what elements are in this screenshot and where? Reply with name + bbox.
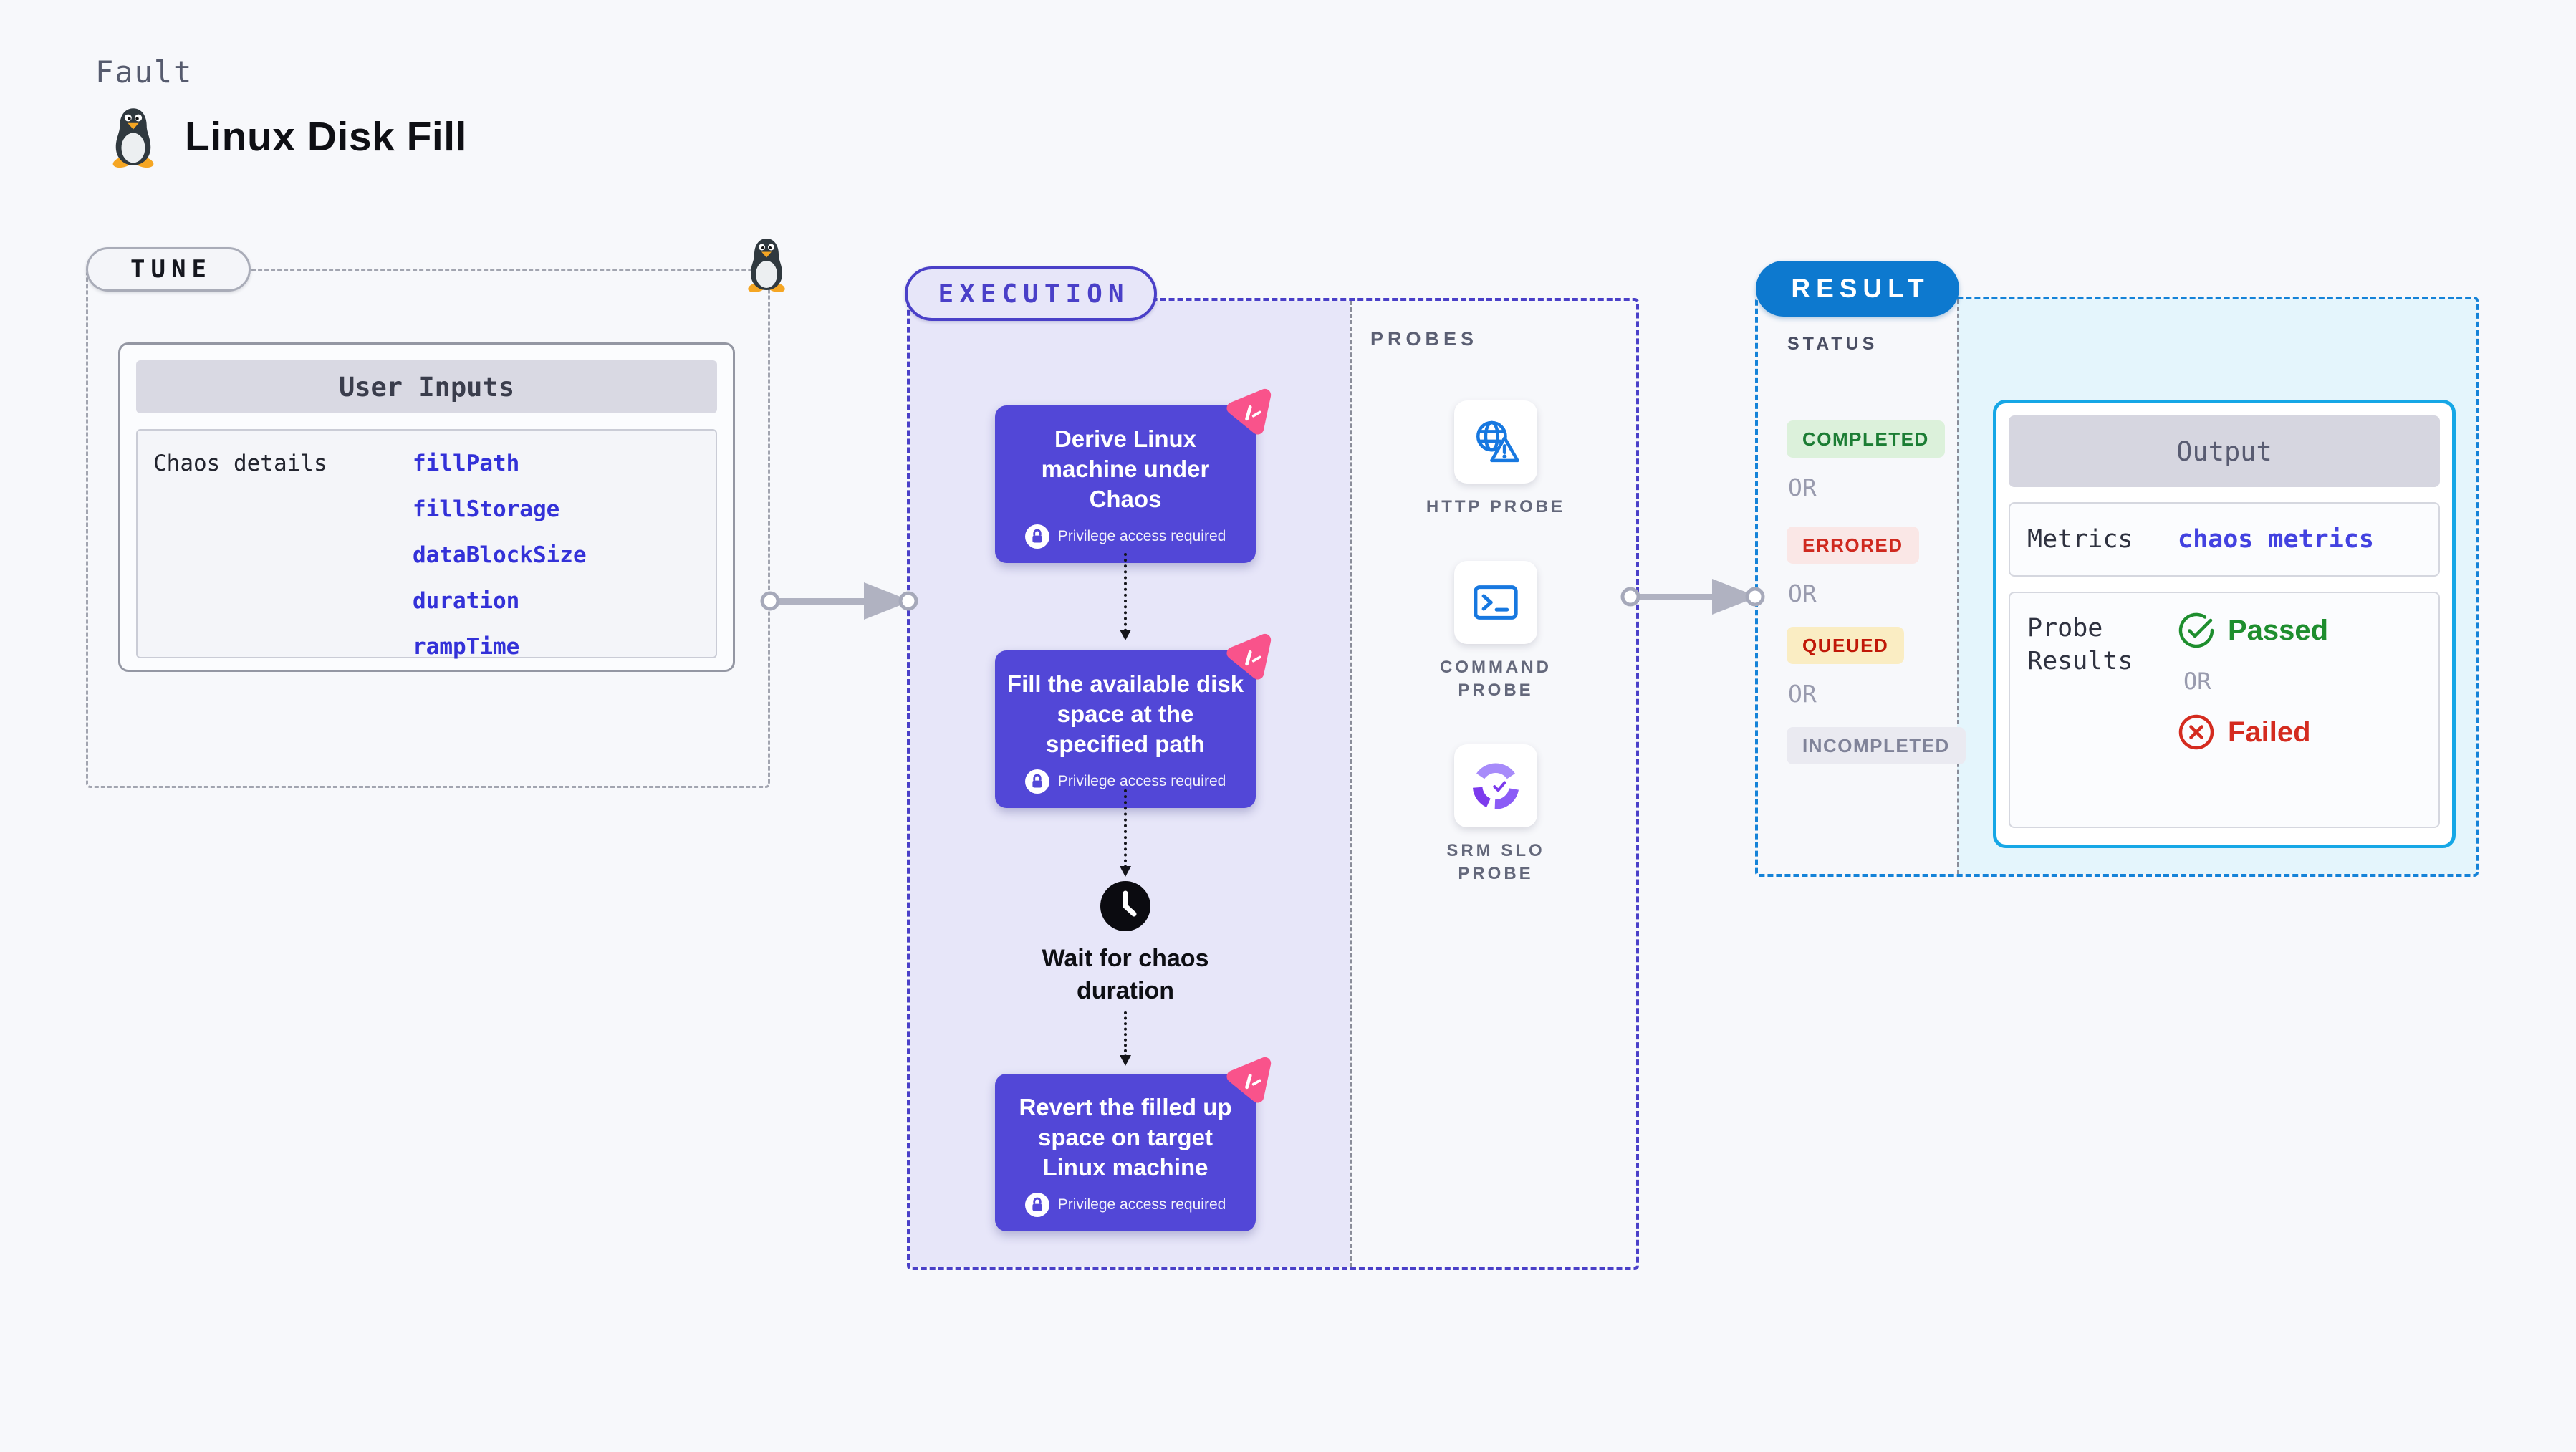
step-title: Revert the filled up space on target Lin…	[1019, 1094, 1232, 1181]
metrics-label: Metrics	[2027, 525, 2133, 554]
step-connector	[1120, 553, 1131, 640]
check-circle-icon	[2178, 612, 2214, 648]
probes-heading: PROBES	[1370, 328, 1479, 350]
slo-donut-check-icon	[1472, 763, 1519, 809]
chaos-inputs-list: fillPath fillStorage dataBlockSize durat…	[413, 451, 587, 660]
litmus-chaos-badge-icon	[1226, 633, 1272, 680]
tune-pill-label: TUNE	[130, 255, 212, 284]
flow-arrow-icon	[760, 582, 918, 620]
probe-results-label: Probe Results	[2027, 614, 2133, 675]
clock-icon	[1100, 881, 1150, 931]
step-title: Fill the available disk space at the spe…	[1006, 670, 1244, 757]
step-card-revert: Revert the filled up space on target Lin…	[995, 1057, 1272, 1231]
or-separator: OR	[2183, 668, 2211, 695]
status-badge-completed: COMPLETED	[1787, 420, 1945, 458]
litmus-chaos-badge-icon	[1226, 388, 1272, 435]
chaos-metrics-link[interactable]: chaos metrics	[2178, 525, 2374, 554]
terminal-icon	[1474, 585, 1518, 620]
tux-penguin-icon	[748, 239, 785, 292]
input-link-duration[interactable]: duration	[413, 588, 520, 614]
status-badge-incompleted: INCOMPLETED	[1787, 727, 1966, 764]
failed-line: Failed	[2178, 713, 2328, 751]
page-header: Linux Disk Fill	[107, 106, 467, 168]
tune-section	[86, 269, 770, 788]
step-card-fill: Fill the available disk space at the spe…	[995, 633, 1272, 808]
privilege-label: Privilege access required	[1057, 1196, 1226, 1213]
wait-step-label: Wait for chaos duration	[1042, 945, 1209, 1004]
lock-icon	[1024, 524, 1049, 549]
probe-card-srm-slo	[1454, 744, 1537, 827]
fault-kicker: Fault	[95, 54, 193, 90]
or-separator: OR	[1788, 580, 1817, 607]
execution-section: Derive Linux machine under Chaos Privile…	[907, 298, 1639, 1270]
probes-divider	[1350, 301, 1352, 1267]
probe-label-srm-slo: SRM SLO PROBE	[1446, 841, 1545, 883]
output-header: Output	[2009, 415, 2440, 487]
probe-results-values: Passed OR Failed	[2178, 612, 2328, 827]
result-pill-label: RESULT	[1791, 274, 1930, 303]
step-connector	[1120, 789, 1131, 877]
probe-card-command	[1454, 561, 1537, 644]
result-section: STATUS COMPLETED OR ERRORED OR QUEUED OR…	[1755, 297, 2479, 877]
step-title: Derive Linux machine under Chaos	[1041, 425, 1210, 512]
globe-warning-icon	[1476, 420, 1519, 463]
result-pill: RESULT	[1756, 261, 1959, 317]
status-heading: STATUS	[1787, 334, 1878, 354]
user-inputs-card: User Inputs Chaos details fillPath fillS…	[118, 342, 735, 672]
litmus-chaos-badge-icon	[1226, 1057, 1272, 1103]
or-separator: OR	[1788, 680, 1817, 708]
input-link-datablocksize[interactable]: dataBlockSize	[413, 542, 587, 568]
status-badge-errored: ERRORED	[1787, 527, 1919, 564]
or-separator: OR	[1788, 473, 1817, 501]
chaos-details-label: Chaos details	[153, 451, 327, 476]
user-inputs-body: Chaos details fillPath fillStorage dataB…	[136, 429, 717, 660]
step-card-derive: Derive Linux machine under Chaos Privile…	[995, 388, 1272, 563]
step-connector	[1120, 1011, 1131, 1066]
tune-pill: TUNE	[86, 247, 251, 292]
x-circle-icon	[2178, 714, 2214, 750]
result-divider	[1957, 299, 1959, 874]
privilege-label: Privilege access required	[1057, 773, 1226, 789]
passed-label: Passed	[2228, 614, 2329, 646]
privilege-row: Privilege access required	[1006, 769, 1244, 794]
passed-line: Passed	[2178, 612, 2328, 649]
output-card: Output Metrics chaos metrics Probe Resul…	[1993, 400, 2456, 848]
privilege-label: Privilege access required	[1057, 528, 1226, 544]
input-link-fillstorage[interactable]: fillStorage	[413, 496, 560, 522]
failed-label: Failed	[2228, 716, 2311, 748]
probe-label-http: HTTP PROBE	[1426, 497, 1566, 516]
execution-pill-label: EXECUTION	[938, 279, 1130, 309]
probe-results-row: Probe Results Passed OR	[2009, 592, 2440, 828]
probe-card-http	[1454, 400, 1537, 484]
execution-pill: EXECUTION	[905, 266, 1157, 321]
probe-label-command: COMMAND PROBE	[1440, 658, 1552, 700]
tux-penguin-icon	[112, 108, 154, 168]
metrics-row: Metrics chaos metrics	[2009, 502, 2440, 577]
flow-arrow-icon	[1620, 579, 1765, 615]
lock-icon	[1024, 769, 1049, 794]
lock-icon	[1024, 1193, 1049, 1217]
status-badge-queued: QUEUED	[1787, 627, 1905, 664]
privilege-row: Privilege access required	[1006, 524, 1244, 549]
user-inputs-header: User Inputs	[136, 360, 717, 413]
privilege-row: Privilege access required	[1006, 1193, 1244, 1217]
input-link-ramptime[interactable]: rampTime	[413, 634, 520, 660]
page-title: Linux Disk Fill	[185, 114, 467, 160]
input-link-fillpath[interactable]: fillPath	[413, 451, 520, 476]
